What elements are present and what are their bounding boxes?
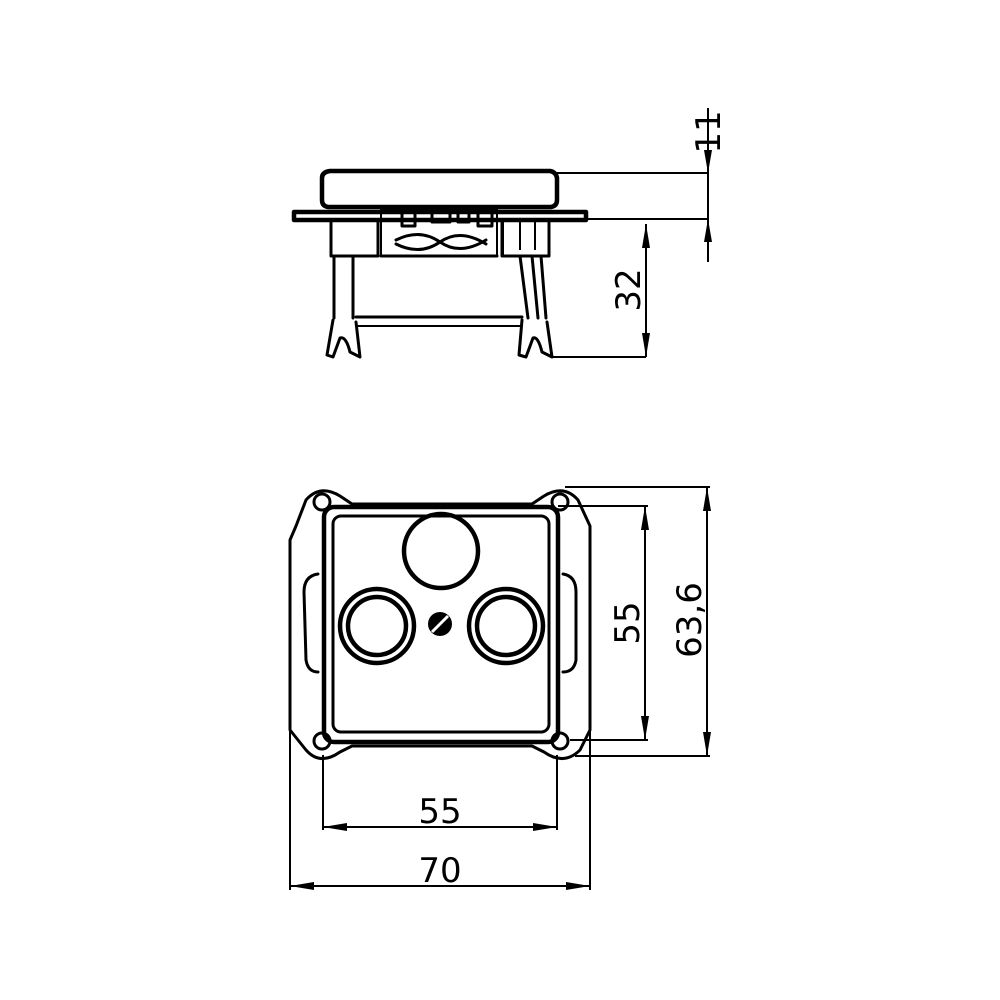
dimension-inner-width: 55 <box>322 755 558 832</box>
dimension-outer-width: 70 <box>289 730 591 891</box>
right-claw <box>517 254 554 359</box>
corner-hole-top-left <box>312 492 332 512</box>
front-view <box>288 489 592 760</box>
left-clip <box>302 572 320 674</box>
right-body-block <box>500 218 551 258</box>
dimension-mounting-depth: 32 <box>553 224 650 358</box>
cover-plate-outer <box>321 504 561 745</box>
left-body-block <box>329 218 380 258</box>
mounting-flange <box>291 209 589 223</box>
dim-label-32: 32 <box>609 268 649 311</box>
right-connector <box>466 586 546 666</box>
corner-hole-top-right <box>550 492 570 512</box>
dim-label-63-6: 63,6 <box>670 582 710 658</box>
dimension-cover-thickness: 11 <box>557 108 729 262</box>
left-claw <box>325 254 362 359</box>
side-view <box>291 168 589 359</box>
dim-label-11: 11 <box>689 110 729 153</box>
inner-mechanism <box>380 209 498 257</box>
dim-label-70: 70 <box>418 851 461 891</box>
dim-label-55-horizontal: 55 <box>418 792 461 832</box>
left-connector <box>337 586 417 666</box>
top-connector <box>401 511 481 591</box>
screw-slot <box>430 614 450 634</box>
dimension-inner-height: 55 <box>558 505 649 741</box>
right-clip <box>561 572 578 674</box>
dimension-outer-height: 63,6 <box>565 486 711 757</box>
dim-label-55-vertical: 55 <box>608 601 648 644</box>
cover-plate <box>319 168 560 210</box>
